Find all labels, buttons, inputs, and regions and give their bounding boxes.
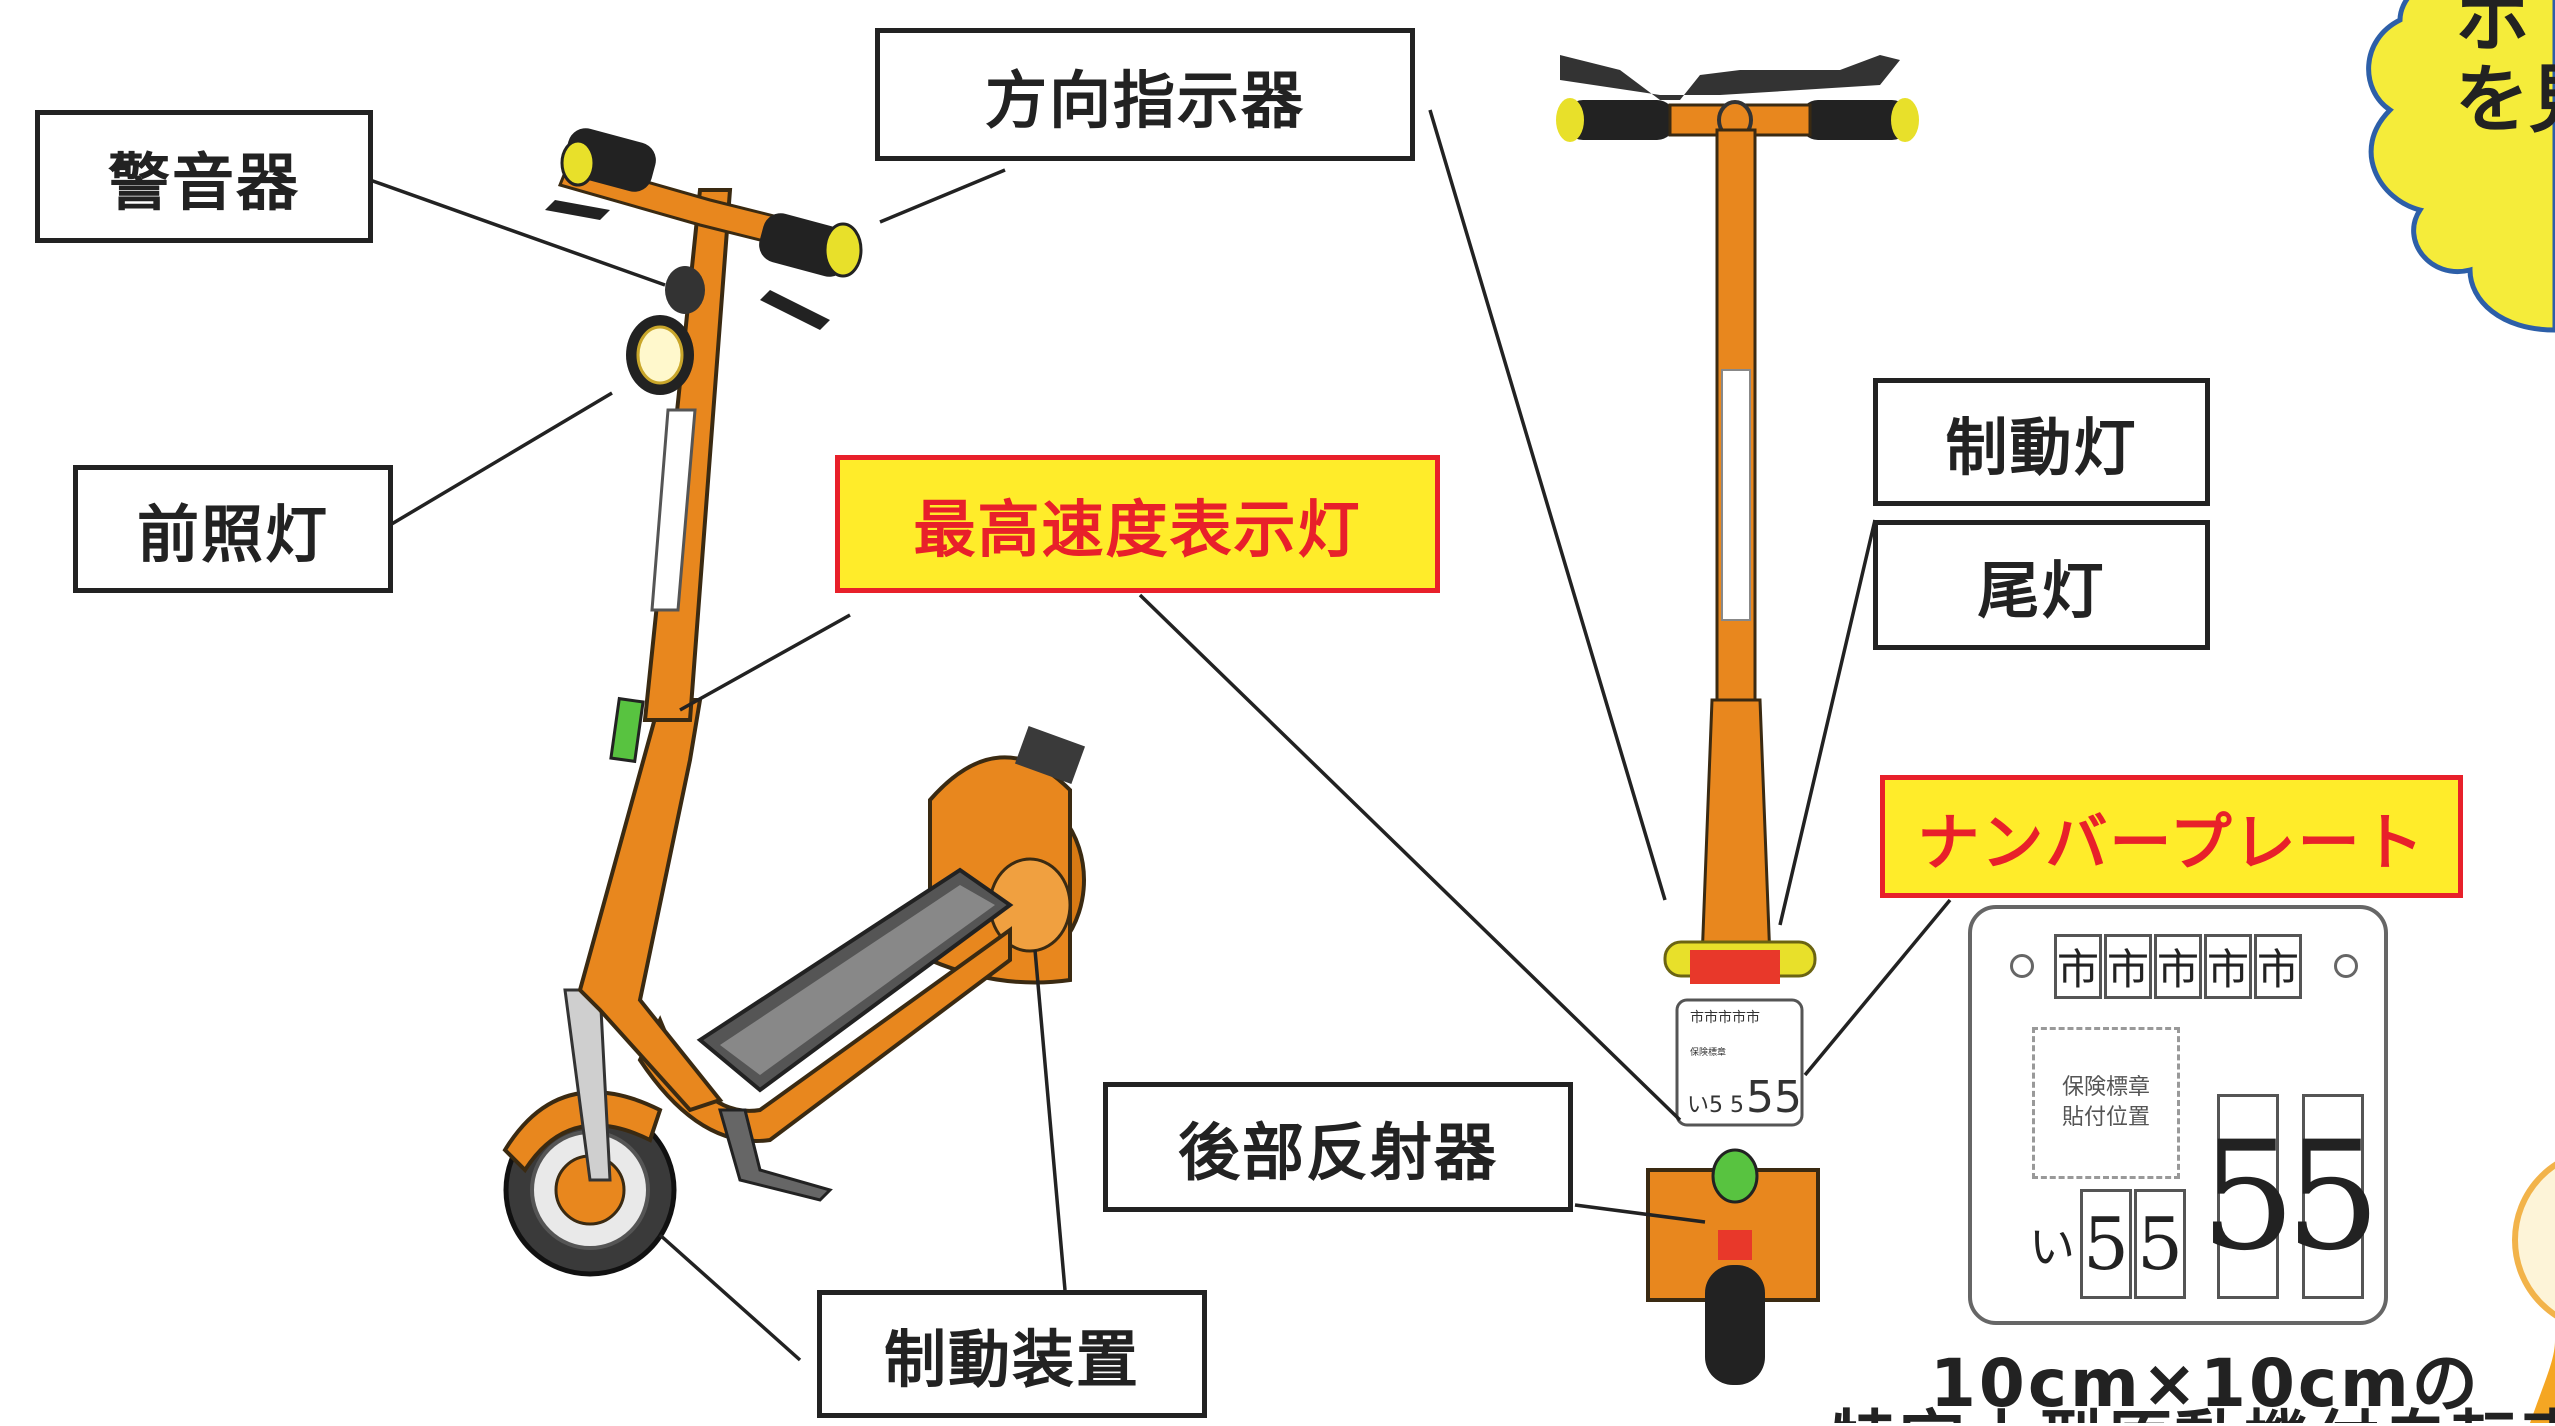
plate-size-caption: 10cm×10cmの [1930,1345,2481,1422]
label-brake-light: 制動灯 [1873,378,2210,506]
svg-text:市市市市市: 市市市市市 [1690,1009,1760,1026]
cloud-text: ホ を見 [2455,0,2555,143]
label-brake-device: 制動装置 [817,1290,1207,1418]
partial-circle-shape [2512,1161,2555,1319]
label-max-speed-light: 最高速度表示灯 [835,455,1440,593]
label-tail-light: 尾灯 [1873,520,2210,650]
plate-hole-left [2010,954,2034,978]
orange-swoosh [2530,1340,2555,1423]
plate-city-char: 市 [2204,934,2252,999]
number-plate-detail: 市 市 市 市 市 保険標章 貼付位置 い 5 5 5 5 [1968,905,2388,1325]
plate-small-digit: 5 [2134,1189,2186,1299]
plate-city-char: 市 [2054,934,2102,999]
label-headlight: 前照灯 [73,465,393,593]
caption-second-line: 特定小型原動機付自転車 [1830,1400,2555,1423]
plate-large-digit: 5 [2200,1094,2296,1299]
speech-cloud [2366,0,2555,333]
insurance-sticker-area: 保険標章 貼付位置 [2032,1027,2180,1179]
plate-city-char: 市 [2154,934,2202,999]
plate-city-char: 市 [2104,934,2152,999]
caption-second-line-clip: 特定小型原動機付自転車 [1830,1400,2555,1423]
leader-lines [369,109,1952,1362]
plate-city-char: 市 [2254,934,2302,999]
plate-hiragana: い [2027,1194,2077,1294]
plate-hole-right [2334,954,2358,978]
side-view-scooter [502,128,1086,1277]
label-horn: 警音器 [35,110,373,243]
label-direction-indicator: 方向指示器 [875,28,1415,161]
svg-text:い5 5: い5 5 [1687,1093,1744,1118]
svg-text:保険標章: 保険標章 [1690,1046,1726,1058]
label-rear-reflector: 後部反射器 [1103,1082,1573,1212]
label-number-plate: ナンバープレート [1880,775,2463,898]
rear-view-scooter: 市市市市市 保険標章 い5 5 55 [1556,55,1919,1385]
svg-text:55: 55 [1746,1072,1802,1123]
plate-large-digit: 5 [2285,1094,2381,1299]
plate-small-digit: 5 [2080,1189,2132,1299]
